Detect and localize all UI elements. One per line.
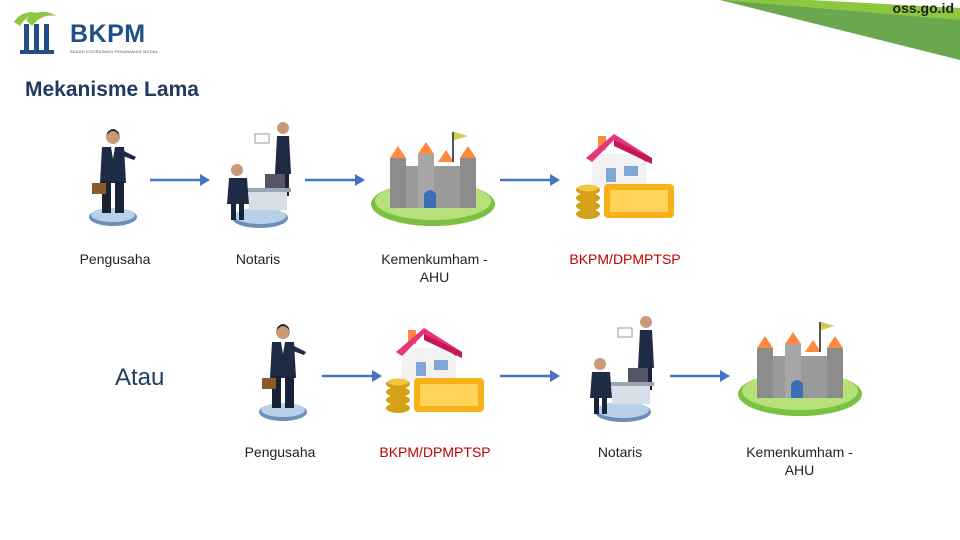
- bkpm-logo: [14, 11, 56, 54]
- site-url: oss.go.id: [892, 0, 954, 16]
- arrow-right-icon: [500, 370, 560, 382]
- house-money-icon: [386, 328, 484, 413]
- step-label: Kemenkumham - AHU: [381, 251, 488, 285]
- arrow-right-icon: [322, 370, 382, 382]
- step-label: BKPM/DPMPTSP: [569, 251, 681, 267]
- arrow-right-icon: [670, 370, 730, 382]
- castle-icon: [738, 322, 862, 416]
- notary-office-icon: [590, 316, 654, 422]
- separator-label: Atau: [115, 364, 165, 391]
- notary-office-icon: [227, 122, 291, 228]
- businessman-icon: [89, 129, 137, 226]
- header-banner: [720, 0, 960, 60]
- logo-text: BKPM: [70, 20, 146, 48]
- step-label: Kemenkumham - AHU: [746, 444, 853, 478]
- logo-subtitle: BADAN KOORDINASI PENANAMAN MODAL: [70, 49, 159, 54]
- step-label: BKPM/DPMPTSP: [379, 444, 491, 460]
- step-label: Pengusaha: [79, 251, 151, 267]
- step-label: Notaris: [235, 251, 281, 267]
- arrow-right-icon: [500, 174, 560, 186]
- house-money-icon: [576, 134, 674, 219]
- arrow-right-icon: [305, 174, 365, 186]
- arrow-right-icon: [150, 174, 210, 186]
- castle-icon: [371, 132, 495, 226]
- step-label: Notaris: [597, 444, 643, 460]
- step-label: Pengusaha: [244, 444, 316, 460]
- businessman-icon: [259, 324, 307, 421]
- page-title: Mekanisme Lama: [25, 78, 199, 101]
